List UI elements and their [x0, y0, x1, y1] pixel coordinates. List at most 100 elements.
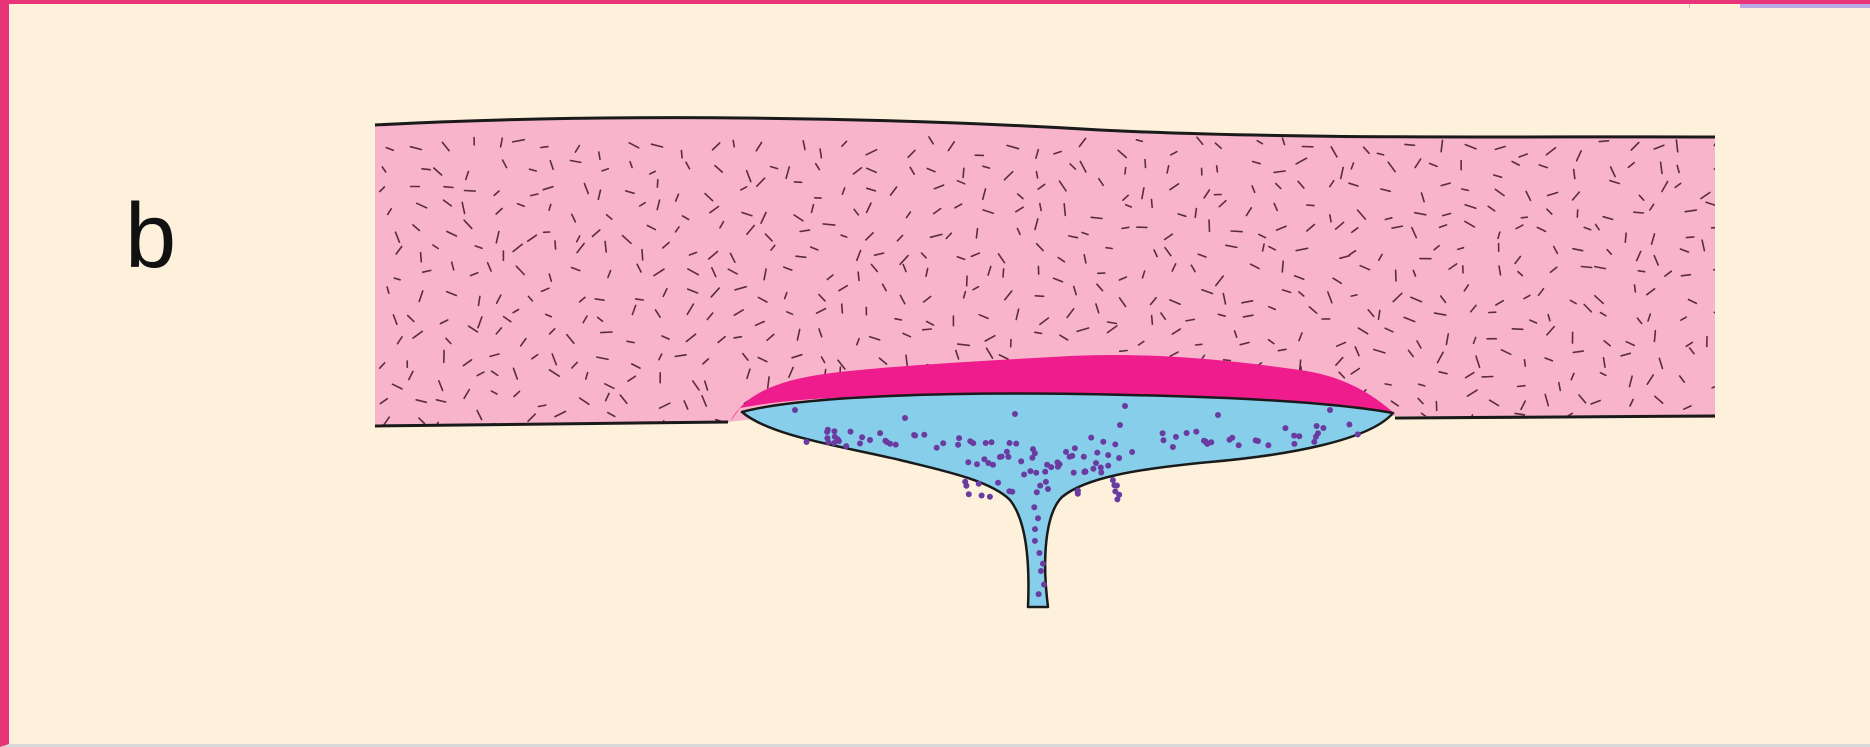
texture-dash — [1714, 169, 1722, 175]
crystal-dot — [1013, 441, 1019, 447]
crystal-dot — [1116, 455, 1122, 461]
crystal-dot — [1291, 441, 1297, 447]
crystal-dot — [1043, 479, 1049, 485]
texture-dash — [1720, 284, 1723, 291]
crystal-dot — [976, 481, 982, 487]
texture-dash — [976, 229, 977, 238]
crystal-dot — [1093, 460, 1099, 466]
crystal-dot — [1037, 483, 1043, 489]
crystal-dot — [1030, 446, 1036, 452]
texture-dash — [796, 256, 806, 257]
crystal-dot — [1253, 437, 1259, 443]
crystal-dot — [1296, 433, 1302, 439]
crystal-dot — [1042, 469, 1048, 475]
texture-dash — [1145, 160, 1146, 168]
crystal-dot — [1100, 439, 1106, 445]
texture-dash — [1064, 204, 1065, 216]
crystal-dot — [983, 440, 989, 446]
crystal-dot — [1320, 425, 1326, 431]
crystal-dot — [1036, 591, 1042, 597]
crystal-dot — [1034, 489, 1040, 495]
crystal-dot — [989, 439, 995, 445]
crystal-dot — [1311, 439, 1317, 445]
texture-dash — [1231, 231, 1242, 232]
texture-dash — [688, 424, 689, 433]
crystal-dot — [1112, 488, 1118, 494]
texture-dash — [923, 329, 932, 330]
texture-dash — [637, 426, 648, 430]
texture-dash — [422, 169, 430, 170]
texture-dash — [1721, 354, 1723, 363]
crystal-dot — [1075, 488, 1081, 494]
crystal-dot — [877, 430, 883, 436]
crystal-dot — [1055, 464, 1061, 470]
crystal-dot — [1236, 442, 1242, 448]
crystal-dot — [1032, 526, 1038, 532]
crystal-dot — [1122, 403, 1128, 409]
crystal-dot — [1063, 449, 1069, 455]
crystal-dot — [1313, 434, 1319, 440]
crystal-dot — [1088, 435, 1094, 441]
crystal-dot — [1081, 454, 1087, 460]
texture-dash — [1634, 212, 1644, 213]
crystal-dot — [1004, 449, 1010, 455]
crystal-dot — [1035, 515, 1041, 521]
crystal-dot — [857, 441, 863, 447]
crystal-dot — [1114, 496, 1120, 502]
texture-dash — [1224, 360, 1231, 361]
texture-dash — [1035, 296, 1043, 297]
crystal-dot — [1114, 483, 1120, 489]
crystal-dot — [1036, 550, 1042, 556]
crystal-dot — [1215, 412, 1221, 418]
crystal-dot — [825, 427, 831, 433]
texture-dash — [1512, 329, 1523, 330]
texture-dash — [963, 168, 964, 177]
crystal-dot — [965, 459, 971, 465]
crystal-dot — [1021, 472, 1027, 478]
texture-dash — [1574, 170, 1575, 179]
crystal-dot — [792, 407, 798, 413]
crystal-dot — [1040, 561, 1046, 567]
crystal-dot — [940, 440, 946, 446]
texture-dash — [1525, 360, 1526, 366]
texture-dash — [1700, 425, 1707, 431]
crystal-dot — [962, 479, 968, 485]
crystal-dot — [1032, 538, 1038, 544]
crystal-dot — [887, 441, 893, 447]
crystal-dot — [1160, 430, 1166, 436]
texture-dash — [642, 250, 643, 260]
crystal-dot — [921, 432, 927, 438]
texture-dash — [1647, 424, 1654, 431]
crystal-dot — [1007, 440, 1013, 446]
crystal-dot — [867, 437, 873, 443]
crystal-dot — [1072, 445, 1078, 451]
crystal-dot — [1282, 425, 1288, 431]
crystal-dot — [956, 435, 962, 441]
crystal-dot — [1184, 430, 1190, 436]
crystal-dot — [1067, 454, 1073, 460]
crystal-dot — [1105, 452, 1111, 458]
texture-dash — [1152, 200, 1153, 208]
crystal-dot — [1129, 449, 1135, 455]
crystal-dot — [974, 461, 980, 467]
crystal-dot — [1033, 470, 1039, 476]
crystal-dot — [1038, 568, 1044, 574]
texture-dash — [1120, 351, 1127, 352]
texture-dash — [1714, 268, 1726, 270]
texture-dash — [1106, 248, 1112, 249]
crystal-dot — [1170, 444, 1176, 450]
texture-dash — [1717, 394, 1724, 398]
crystal-dot — [1048, 464, 1054, 470]
texture-dash — [1003, 269, 1004, 277]
crystal-dot — [1094, 450, 1100, 456]
texture-dash — [1282, 261, 1283, 272]
texture-dash — [681, 151, 682, 158]
texture-dash — [1152, 316, 1153, 325]
texture-dash — [421, 253, 422, 262]
crystal-dot — [1045, 486, 1051, 492]
texture-dash — [733, 140, 734, 146]
texture-dash — [1386, 421, 1394, 430]
crystal-dot — [1041, 582, 1047, 588]
texture-dash — [1209, 220, 1210, 231]
crystal-dot — [1227, 437, 1233, 443]
